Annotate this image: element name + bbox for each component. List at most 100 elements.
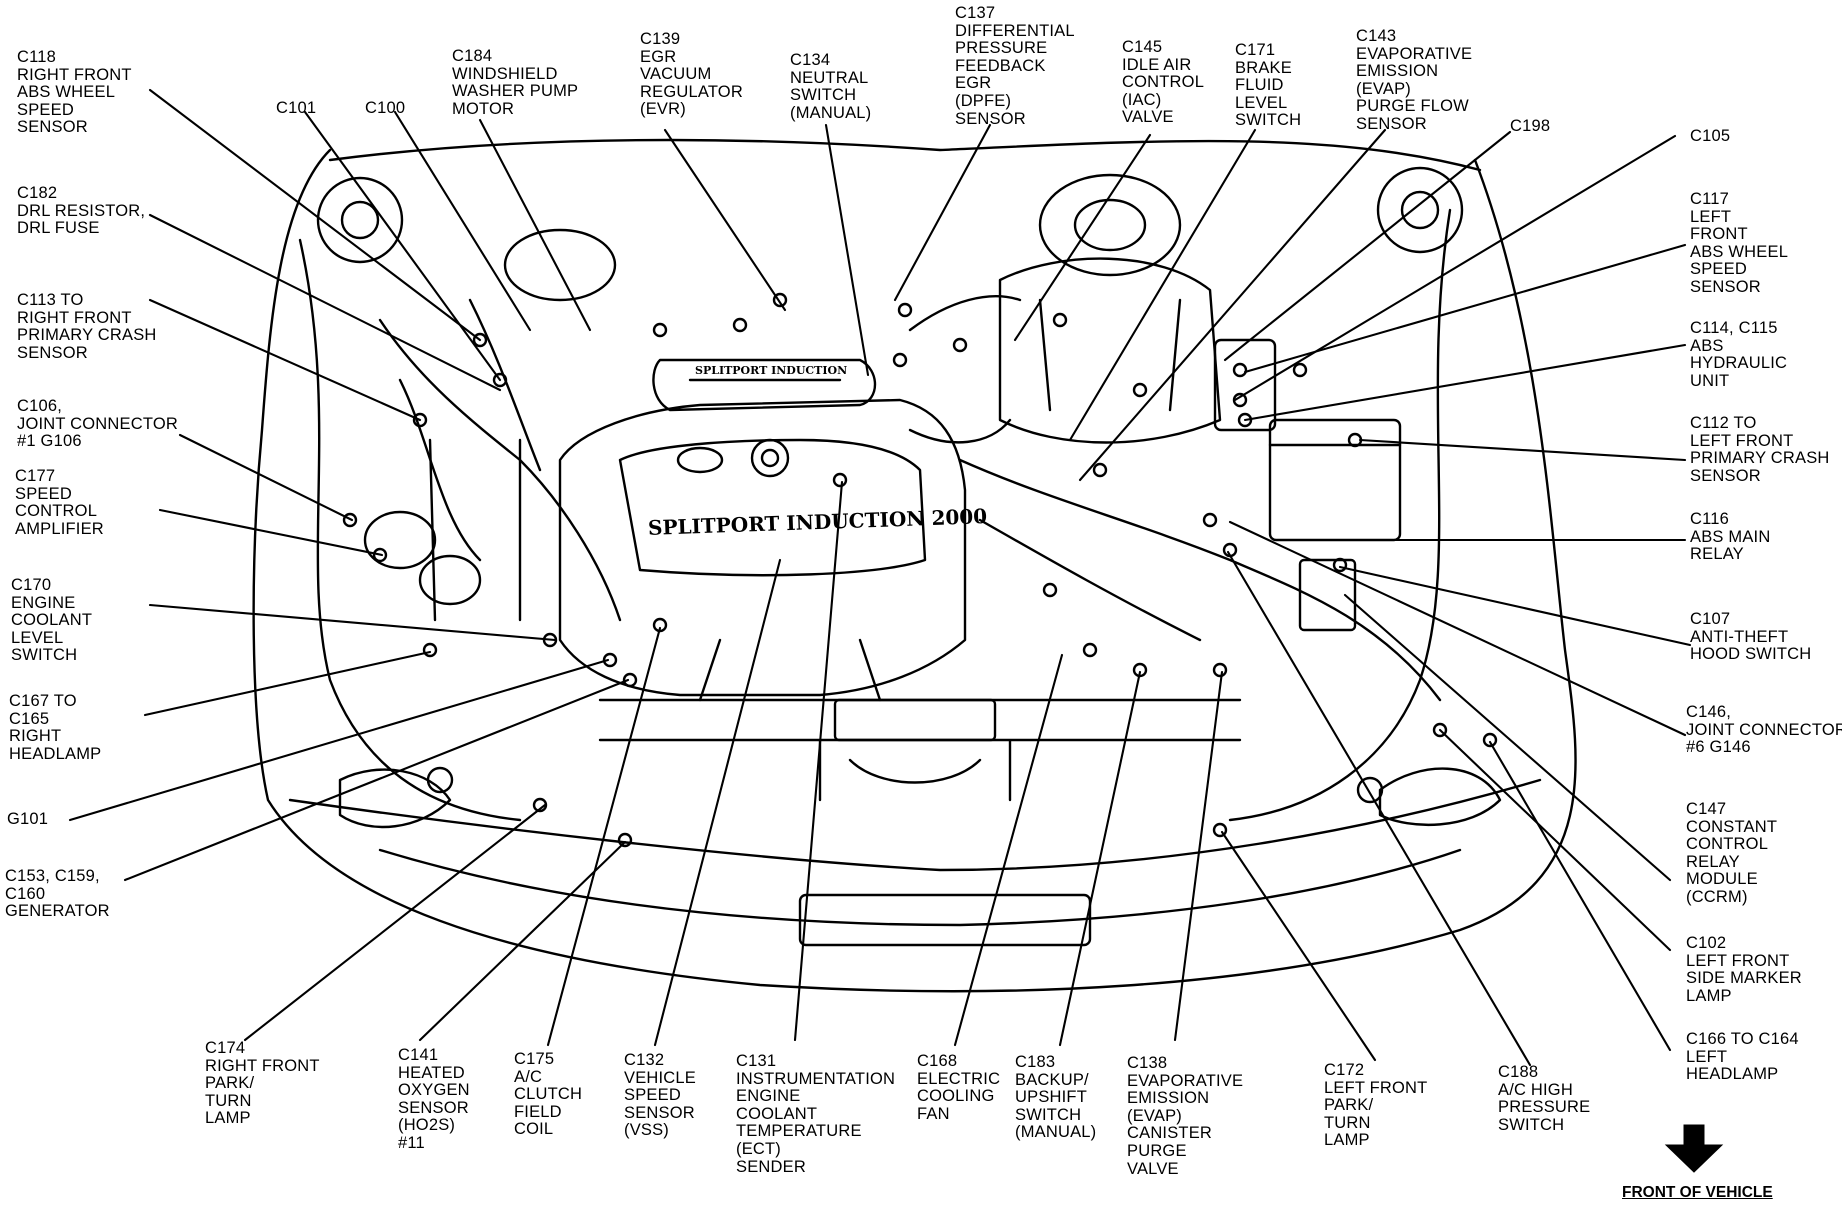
label-line: ENGINE (11, 593, 76, 612)
label-line: JOINT CONNECTOR (17, 414, 178, 433)
label-line: ABS WHEEL (1690, 242, 1789, 261)
label-c100: C100 (365, 99, 405, 118)
leader-c143 (1078, 128, 1387, 482)
label-line: C183 (1015, 1053, 1056, 1071)
left-fender-apron (1228, 208, 1452, 822)
label-line: C172 (1324, 1061, 1365, 1079)
label-line: LAMP (1686, 986, 1732, 1005)
label-line: SPEED (17, 100, 74, 119)
label-line: PRIMARY CRASH (17, 326, 157, 345)
label-line: PRIMARY CRASH (1690, 449, 1830, 468)
label-line: C198 (1510, 117, 1551, 135)
label-line: UPSHIFT (1015, 1088, 1087, 1107)
label-line: UNIT (1690, 371, 1730, 390)
label-line: (MANUAL) (790, 103, 872, 122)
label-c106: C106,JOINT CONNECTOR#1 G106 (17, 397, 178, 451)
label-line: (EVR) (640, 100, 686, 119)
label-line: PURGE FLOW (1356, 97, 1469, 116)
label-line: PARK/ (205, 1074, 255, 1093)
label-line: EVAPORATIVE (1356, 44, 1473, 63)
intake-duct (908, 295, 1022, 444)
label-line: SWITCH (1498, 1115, 1565, 1134)
label-line: C167 TO (9, 692, 77, 710)
leader-c114 (1243, 343, 1687, 422)
label-line: CONTROL (15, 502, 98, 521)
label-line: LEFT FRONT (1324, 1078, 1428, 1097)
label-line: VEHICLE (624, 1068, 697, 1087)
label-line: FRONT (1690, 225, 1748, 244)
label-line: (VSS) (624, 1121, 670, 1140)
wiring-harness-left (958, 458, 1442, 702)
label-line: C165 (9, 709, 50, 728)
label-line: (IAC) (1122, 90, 1162, 109)
label-line: C105 (1690, 127, 1731, 145)
label-g101: G101 (7, 810, 48, 829)
label-line: REGULATOR (640, 82, 743, 101)
label-line: C102 (1686, 934, 1727, 952)
label-line: LEFT (1686, 1047, 1728, 1066)
label-line: (DPFE) (955, 91, 1012, 110)
label-line: RIGHT FRONT (205, 1056, 320, 1075)
label-line: MOTOR (452, 99, 515, 118)
label-line: EGR (955, 74, 992, 93)
label-line: C153, C159, (5, 867, 100, 885)
label-line: DRL RESISTOR, (17, 201, 146, 220)
label-line: SWITCH (1235, 111, 1302, 130)
label-line: HEADLAMP (9, 744, 102, 763)
coolant-reservoir (503, 228, 617, 302)
label-line: SWITCH (790, 86, 857, 105)
label-line: C134 (790, 51, 831, 69)
label-line: TEMPERATURE (736, 1122, 862, 1141)
leader-c118 (148, 88, 482, 342)
label-line: ANTI-THEFT (1690, 627, 1789, 646)
label-line: (EVAP) (1127, 1106, 1182, 1125)
label-line: LAMP (1324, 1131, 1370, 1150)
right-headlamp (338, 768, 452, 829)
label-line: C137 (955, 4, 996, 22)
label-line: (CCRM) (1686, 887, 1748, 906)
label-line: LEFT (1690, 207, 1732, 226)
label-line: RIGHT (9, 727, 62, 746)
label-line: COOLING (917, 1087, 995, 1106)
leader-c172 (1220, 830, 1377, 1062)
label-line: MODULE (1686, 870, 1758, 889)
label-line: TURN (1324, 1113, 1371, 1132)
label-line: RIGHT FRONT (17, 308, 132, 327)
label-line: COIL (514, 1120, 554, 1139)
windshield-cowl (328, 138, 1482, 172)
label-c101: C101 (276, 99, 317, 118)
label-line: HOOD SWITCH (1690, 645, 1812, 664)
label-line: OXYGEN (398, 1081, 470, 1100)
label-line: C146, (1686, 703, 1732, 721)
label-line: C101 (276, 99, 317, 117)
label-line: PRESSURE (955, 39, 1048, 58)
bumper-lower (378, 848, 1462, 927)
label-c105: C105 (1690, 127, 1731, 146)
label-line: #11 (398, 1133, 425, 1152)
label-line: LAMP (205, 1109, 251, 1128)
leader-c174 (243, 803, 547, 1042)
label-line: C145 (1122, 38, 1163, 56)
label-line: TURN (205, 1091, 252, 1110)
label-line: SPEED (1690, 260, 1747, 279)
leader-c153 (123, 678, 630, 882)
label-line: C174 (205, 1039, 246, 1057)
